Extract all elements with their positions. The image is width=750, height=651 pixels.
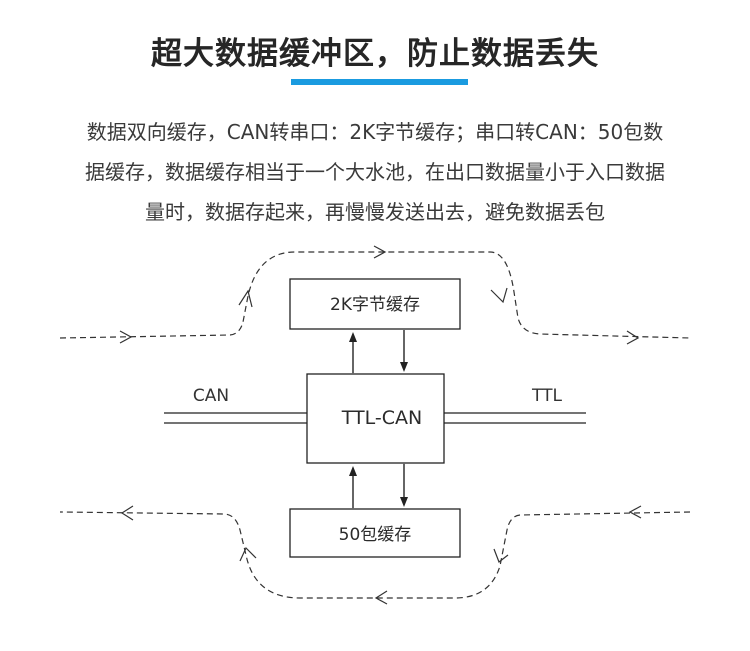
top-buffer-label: 2K字节缓存 <box>330 295 420 315</box>
flow-arrow-right-icon <box>626 330 640 345</box>
description-line: 量时，数据存起来，再慢慢发送出去，避免数据丢包 <box>145 200 605 224</box>
bottom-buffer-label: 50包缓存 <box>339 525 412 545</box>
description-line: 数据双向缓存，CAN转串口：2K字节缓存；串口转CAN：50包数 <box>86 120 664 144</box>
bottom-data-flow-path <box>59 511 691 599</box>
top-buffer-box: 2K字节缓存 <box>289 278 461 330</box>
flow-arrow-right-icon <box>119 330 133 344</box>
arrowhead-up-icon <box>349 466 357 476</box>
converter-label: TTL-CAN <box>341 407 422 429</box>
arrowhead-up-icon <box>349 332 357 342</box>
description-line: 据缓存，数据缓存相当于一个大水池，在出口数据量小于入口数据 <box>85 160 665 184</box>
flow-arrow-left-icon <box>120 505 134 521</box>
ttl-bus-label: TTL <box>531 386 562 406</box>
arrowhead-down-icon <box>400 497 408 507</box>
description-paragraph: 数据双向缓存，CAN转串口：2K字节缓存；串口转CAN：50包数 据缓存，数据缓… <box>20 112 730 232</box>
flow-arrow-left-icon <box>628 505 642 519</box>
top-data-flow-path <box>59 251 691 339</box>
page-title: 超大数据缓冲区，防止数据丢失 <box>151 36 599 72</box>
flow-arrow-up-icon <box>239 546 257 562</box>
can-bus-label: CAN <box>193 386 229 406</box>
flow-arrow-left-icon <box>374 590 388 605</box>
arrowhead-down-icon <box>400 362 408 372</box>
flow-arrow-up-icon <box>238 289 253 308</box>
bottom-buffer-box: 50包缓存 <box>289 508 461 558</box>
title-underline-accent <box>291 79 468 85</box>
flow-arrow-down-icon <box>490 287 508 304</box>
converter-box: TTL-CAN <box>306 373 445 464</box>
flow-arrow-down-icon <box>493 548 509 563</box>
flow-arrow-right-icon <box>373 245 387 259</box>
